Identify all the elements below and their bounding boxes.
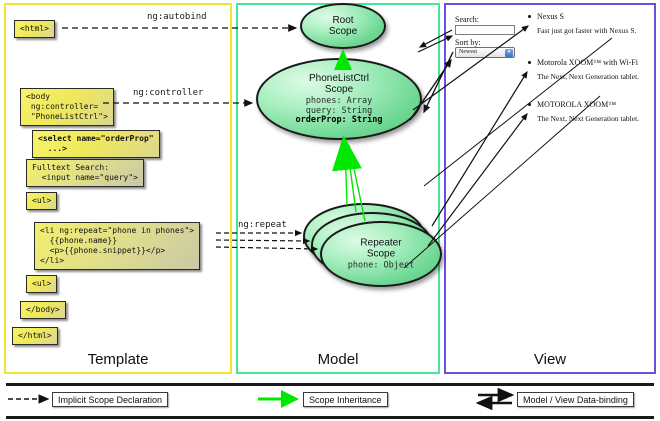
scope-prop-phone: phone: Object [347,260,415,271]
bullet-icon [528,103,531,106]
chevron-down-icon: ▾ [505,49,513,57]
column-label-template: Template [87,351,149,368]
code-box-ul-open: <ul> [26,192,58,210]
legend-divider-bottom [6,416,654,419]
scope-ellipse-root: Root Scope [300,3,386,49]
phone-list-item: Nexus S Fast just got faster with Nexus … [528,12,637,35]
code-box-select: <select name="orderProp" ...> [32,130,160,158]
scope-repeater-title-2: Scope [366,248,396,260]
search-input[interactable] [455,25,515,35]
edge-label-ng-autobind: ng:autobind [147,12,207,22]
legend-divider-top [6,383,654,386]
column-label-view: View [533,351,567,368]
legend-label-implicit-scope-declaration: Implicit Scope Declaration [52,392,169,407]
scope-root-title-2: Scope [328,26,358,37]
phone-snippet: Fast just got faster with Nexus S. [537,26,637,35]
scope-phonelistctrl-props: phones: Array query: String orderProp: S… [258,95,420,126]
edge-label-ng-controller: ng:controller [133,88,204,98]
sort-by-selected-value: Newest [459,49,477,55]
view-search-label: Search: [455,15,479,24]
code-box-fulltext-search: Fulltext Search: <input name="query"> [26,159,144,187]
phone-list-item: MOTOROLA XOOM™ The Next, Next Generation… [528,100,640,123]
legend-label-model-view-data-binding: Model / View Data-binding [517,392,634,407]
phone-snippet: The Next, Next Generation tablet. [537,114,640,123]
code-box-html-open: <html> [14,20,55,38]
code-box-ul-close: <ul> [26,275,58,293]
code-box-body-open: <body ng:controller= "PhoneListCtrl"> [20,88,114,126]
view-sort-label: Sort by: [455,38,481,47]
scope-repeater-props: phone: Object [322,261,440,271]
scope-prop-phones: phones: Array [305,95,373,106]
code-box-html-close: </html> [12,327,58,345]
phone-name: Nexus S [528,12,636,21]
scope-root-title-1: Root [332,15,354,26]
phone-snippet: The Next, Next Generation tablet. [537,72,640,81]
code-box-body-close: </body> [20,301,66,319]
bullet-icon [528,15,531,18]
scope-repeater-title-1: Repeater [360,237,402,249]
scope-ellipse-repeater-front: Repeater Scope phone: Object [320,221,442,287]
code-box-li-repeat: <li ng:repeat="phone in phones"> {{phone… [34,222,201,270]
scope-prop-query: query: String [305,105,373,116]
scope-phonelistctrl-title-2: Scope [324,83,354,95]
edge-label-ng-repeat: ng:repeat [238,220,287,230]
legend-label-scope-inheritance: Scope Inheritance [303,392,388,407]
phone-list-item: Motorola XOOM™ with Wi-Fi The Next, Next… [528,58,640,81]
scope-prop-orderprop: orderProp: String [295,114,383,125]
phone-name: MOTOROLA XOOM™ [528,100,639,109]
scope-ellipse-phonelistctrl: PhoneListCtrl Scope phones: Array query:… [256,58,422,140]
bullet-icon [528,61,531,64]
phone-name: Motorola XOOM™ with Wi-Fi [528,58,639,67]
scope-phonelistctrl-title-1: PhoneListCtrl [308,72,370,84]
sort-by-select[interactable]: Newest ▾ [455,47,515,58]
column-label-model: Model [317,351,359,368]
